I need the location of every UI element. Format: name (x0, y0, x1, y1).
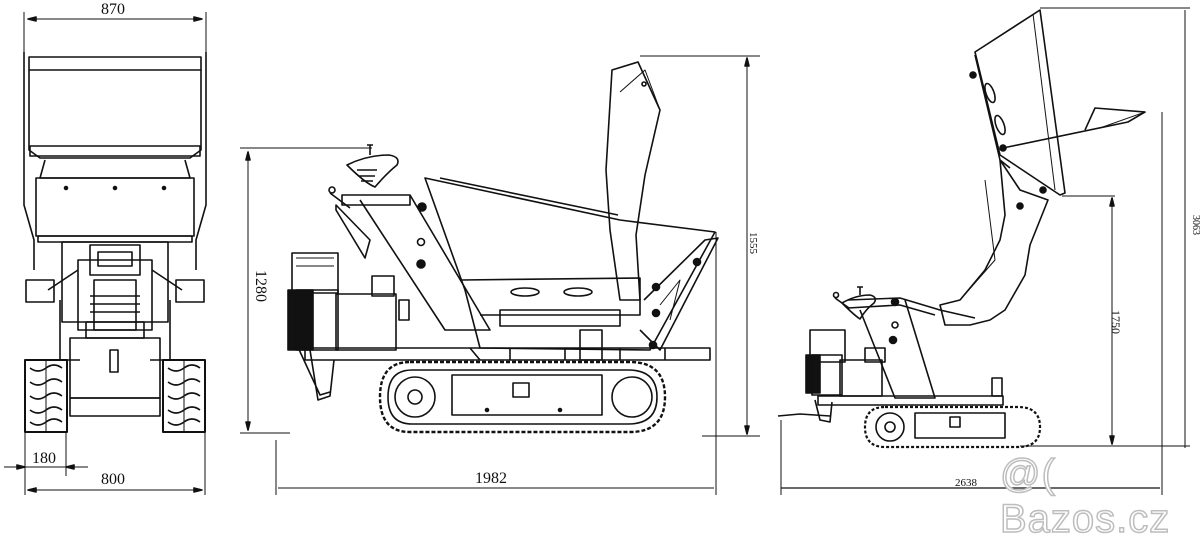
tipped-track (863, 405, 1042, 449)
front-view (4, 12, 207, 495)
dim-max-height: 3063 (1190, 215, 1200, 235)
dim-dump-height: 1750 (1109, 310, 1123, 334)
dim-track-gauge: 800 (101, 471, 125, 488)
left-track-front (24, 359, 68, 433)
right-track-front (162, 359, 206, 433)
tipped-view (777, 7, 1190, 495)
side-view (240, 55, 760, 495)
technical-drawing: 870 180 800 1280 1555 1982 1750 3063 263… (4, 1, 1200, 542)
side-track (378, 360, 667, 434)
dim-overall-width: 870 (101, 1, 125, 18)
dim-tipped-length: 2638 (955, 477, 977, 489)
dim-raised-height: 1555 (747, 232, 759, 254)
dim-track-width: 180 (32, 450, 56, 467)
dim-overall-length: 1982 (475, 470, 507, 487)
dim-handle-height: 1280 (252, 270, 269, 302)
watermark: @( Bazos.cz (999, 451, 1171, 542)
